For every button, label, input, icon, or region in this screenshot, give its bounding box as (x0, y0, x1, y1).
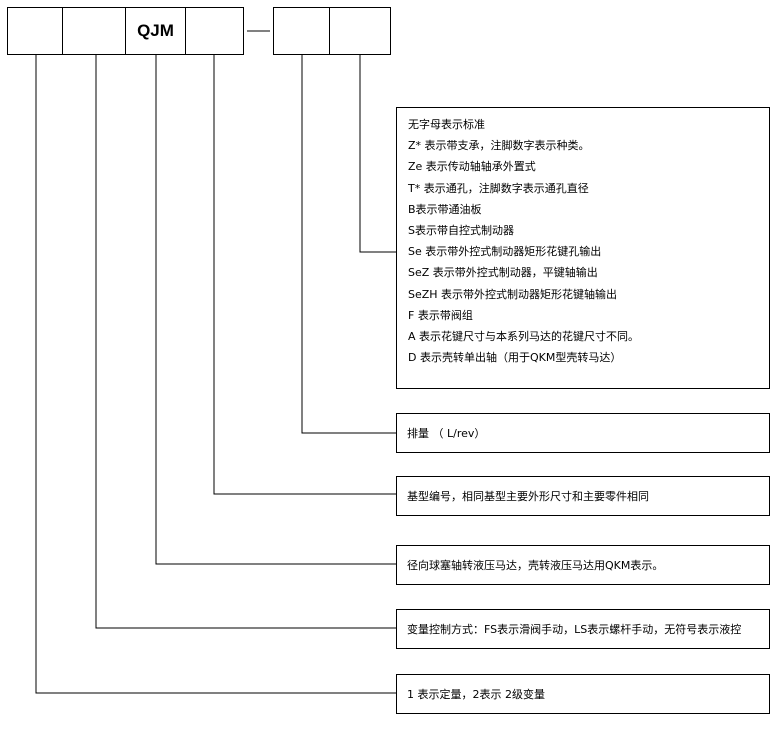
code-box-displacement (273, 7, 330, 55)
code-box-base-model (185, 7, 244, 55)
suffix-option: Se 表示带外控式制动器矩形花键孔输出 (408, 245, 602, 259)
suffix-option: T* 表示通孔，注脚数字表示通孔直径 (408, 181, 589, 195)
motor-type-panel: 径向球塞轴转液压马达，壳转液压马达用QKM表示。 (396, 545, 770, 585)
displacement-panel: 排量 （ L/rev） (396, 413, 770, 453)
suffix-option: F 表示带阀组 (408, 308, 473, 322)
control-mode-panel: 变量控制方式：FS表示滑阀手动，LS表示螺杆手动，无符号表示液控 (396, 609, 770, 649)
suffix-option: Z* 表示带支承，注脚数字表示种类。 (408, 139, 590, 153)
base-model-panel: 基型编号，相同基型主要外形尺寸和主要零件相同 (396, 476, 770, 516)
leader-control-mode (95, 55, 396, 629)
variable-stage-text: 1 表示定量，2表示 2级变量 (407, 688, 545, 701)
displacement-text: 排量 （ L/rev） (407, 427, 486, 440)
code-box-control-mode (62, 7, 126, 55)
variable-stage-panel: 1 表示定量，2表示 2级变量 (396, 674, 770, 714)
suffix-option: D 表示壳转单出轴（用于QKM型壳转马达） (408, 351, 622, 365)
suffix-option: SeZH 表示带外控式制动器矩形花键轴输出 (408, 287, 618, 301)
motor-type-text: 径向球塞轴转液压马达，壳转液压马达用QKM表示。 (407, 559, 664, 572)
suffix-option: SeZ 表示带外控式制动器，平键轴输出 (408, 266, 598, 280)
leader-suffix-options (359, 55, 396, 253)
code-box-suffix (329, 7, 391, 55)
leader-base-model (213, 55, 396, 495)
suffix-option: A 表示花键尺寸与本系列马达的花键尺寸不同。 (408, 329, 640, 343)
code-box-variable-stage (7, 7, 63, 55)
suffix-option: Ze 表示传动轴轴承外置式 (408, 160, 536, 174)
model-prefix-label: QJM (137, 21, 174, 40)
suffix-option: S表示带自控式制动器 (408, 223, 514, 237)
leader-motor-type (155, 55, 396, 565)
suffix-option: B表示带通油板 (408, 202, 482, 216)
base-model-text: 基型编号，相同基型主要外形尺寸和主要零件相同 (407, 490, 649, 503)
suffix-option: 无字母表示标准 (408, 118, 485, 131)
control-mode-text: 变量控制方式：FS表示滑阀手动，LS表示螺杆手动，无符号表示液控 (407, 623, 742, 636)
leader-variable-stage (35, 55, 396, 694)
leader-displacement (301, 55, 396, 434)
code-box-motor-type: QJM (125, 7, 186, 55)
suffix-options-panel: 无字母表示标准 Z* 表示带支承，注脚数字表示种类。 Ze 表示传动轴轴承外置式… (396, 107, 770, 389)
